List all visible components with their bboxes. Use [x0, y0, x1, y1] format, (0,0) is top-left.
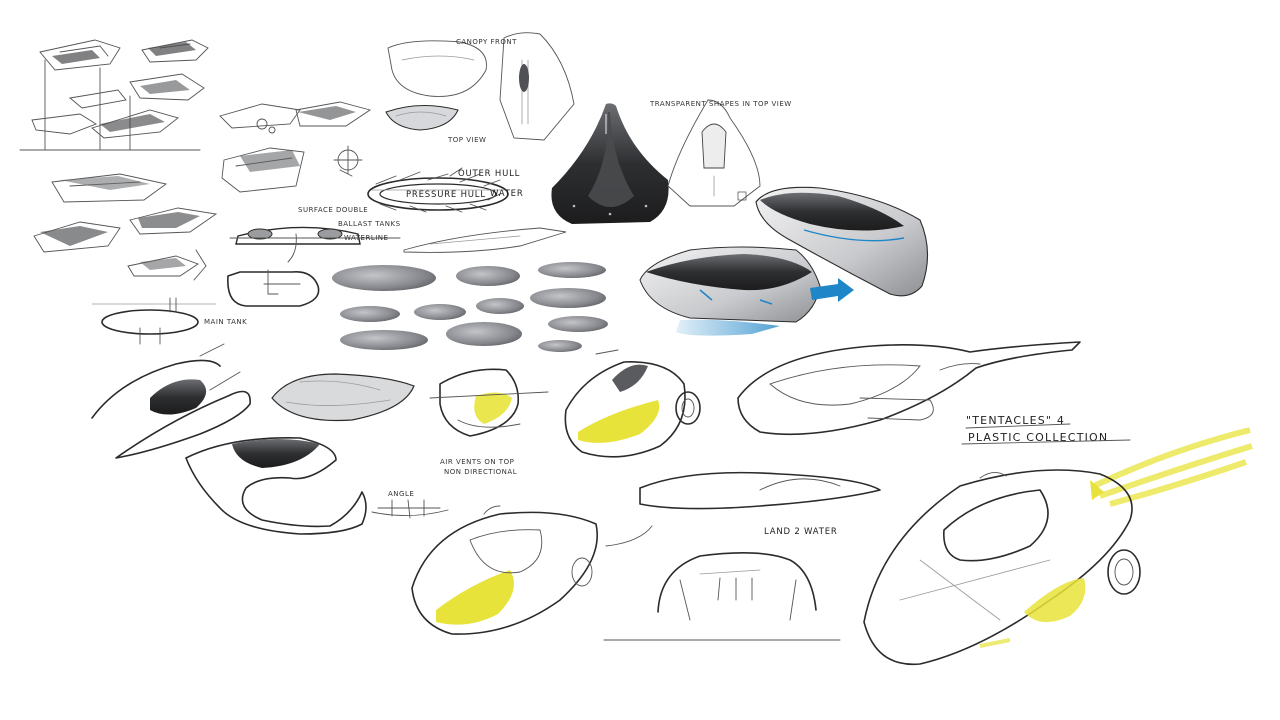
- large-pod-sketch-top: [737, 341, 1081, 436]
- main-tank-diagram: MAIN TANK: [91, 269, 320, 345]
- label-top-view: TOP VIEW: [447, 136, 486, 144]
- label-plastic-collection: PLASTIC COLLECTION: [968, 431, 1108, 444]
- rendered-pod-front: [639, 246, 854, 336]
- yellow-pod-sketch-small: [429, 368, 549, 437]
- label-canopy-note: CANOPY FRONT: [456, 38, 517, 46]
- label-outer-hull: OUTER HULL: [458, 169, 520, 179]
- label-surface-double: SURFACE DOUBLE: [298, 206, 368, 214]
- label-air-vents-2: NON DIRECTIONAL: [444, 468, 517, 476]
- label-angle: ANGLE: [388, 490, 414, 498]
- rendered-top-view-dark: [551, 103, 669, 224]
- label-waterline: WATERLINE: [344, 234, 388, 242]
- air-vents-note: AIR VENTS ON TOP NON DIRECTIONAL ANGLE: [371, 458, 517, 519]
- label-air-vents-1: AIR VENTS ON TOP: [440, 458, 514, 466]
- label-transparent-note: TRANSPARENT SHAPES IN TOP VIEW: [649, 100, 792, 108]
- label-land-2-water: LAND 2 WATER: [764, 527, 838, 537]
- side-profile-sketch: [403, 227, 567, 253]
- label-tentacles: "TENTACLES" 4: [966, 414, 1065, 427]
- top-view-outline-sketch: TRANSPARENT SHAPES IN TOP VIEW: [649, 99, 792, 207]
- yellow-pod-sketch-bottom: [411, 505, 598, 635]
- canopy-shell-sketch: [185, 437, 367, 535]
- label-main-tank: MAIN TANK: [204, 318, 247, 326]
- marker-form-studies: [332, 262, 608, 352]
- large-pod-sketch-bottom: [863, 427, 1253, 666]
- winged-pod-sketch: [91, 343, 251, 459]
- cross-section-diagram: PRESSURE HULL OUTER HULL WATER: [367, 167, 524, 213]
- shell-pod-sketch: [271, 373, 415, 422]
- label-ballast-tanks: BALLAST TANKS: [338, 220, 401, 228]
- top-view-sketches: CANOPY FRONT TOP VIEW: [385, 32, 575, 144]
- surface-ballast-diagram: SURFACE DOUBLE BALLAST TANKS WATERLINE: [229, 206, 401, 263]
- land-to-water-sketch: LAND 2 WATER: [603, 471, 881, 641]
- sketch-cluster-top-left: [19, 39, 372, 281]
- label-water: WATER: [490, 189, 524, 199]
- label-pressure-hull: PRESSURE HULL: [406, 190, 486, 200]
- yellow-pod-sketch-medium: [564, 349, 701, 458]
- rendered-pod-side: [755, 186, 929, 297]
